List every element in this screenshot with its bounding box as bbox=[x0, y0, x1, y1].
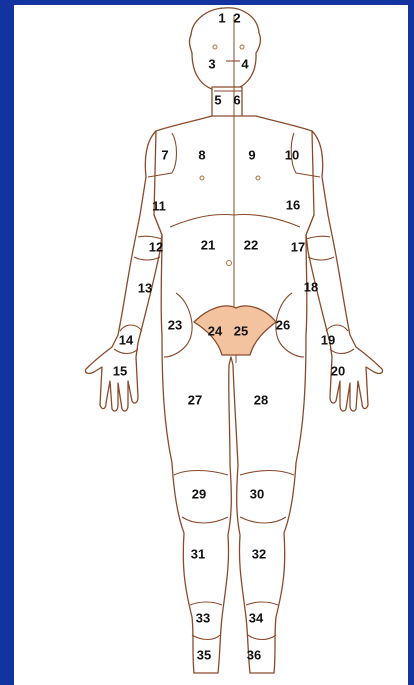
region-label-9: 9 bbox=[248, 147, 255, 162]
region-label-23: 23 bbox=[168, 317, 182, 332]
region-label-14: 14 bbox=[119, 332, 134, 347]
region-label-36: 36 bbox=[247, 647, 261, 662]
region-label-15: 15 bbox=[113, 363, 127, 378]
region-label-33: 33 bbox=[196, 610, 210, 625]
region-label-17: 17 bbox=[291, 239, 305, 254]
body-map-panel: 1 2 3 4 5 6 7 8 9 10 11 12 13 14 15 16 1… bbox=[14, 5, 408, 685]
region-label-28: 28 bbox=[254, 392, 268, 407]
region-label-16: 16 bbox=[286, 197, 300, 212]
region-label-24: 24 bbox=[208, 323, 223, 338]
region-label-26: 26 bbox=[276, 317, 290, 332]
region-label-5: 5 bbox=[214, 92, 221, 107]
region-label-7: 7 bbox=[161, 147, 168, 162]
region-label-19: 19 bbox=[321, 332, 335, 347]
region-label-6: 6 bbox=[233, 92, 240, 107]
region-label-13: 13 bbox=[138, 280, 152, 295]
region-label-18: 18 bbox=[304, 279, 318, 294]
region-label-1: 1 bbox=[218, 10, 225, 25]
region-label-34: 34 bbox=[249, 610, 264, 625]
region-label-29: 29 bbox=[192, 486, 206, 501]
region-label-12: 12 bbox=[149, 239, 163, 254]
body-map-diagram: 1 2 3 4 5 6 7 8 9 10 11 12 13 14 15 16 1… bbox=[14, 5, 408, 685]
region-label-21: 21 bbox=[201, 237, 215, 252]
region-label-20: 20 bbox=[331, 363, 345, 378]
region-label-32: 32 bbox=[252, 546, 266, 561]
region-label-4: 4 bbox=[241, 56, 249, 71]
region-label-25: 25 bbox=[234, 323, 248, 338]
region-label-8: 8 bbox=[198, 147, 205, 162]
region-label-27: 27 bbox=[188, 392, 202, 407]
region-label-3: 3 bbox=[208, 56, 215, 71]
region-label-11: 11 bbox=[152, 198, 166, 213]
region-label-30: 30 bbox=[250, 486, 264, 501]
region-label-10: 10 bbox=[285, 147, 299, 162]
region-label-35: 35 bbox=[197, 647, 211, 662]
region-label-2: 2 bbox=[233, 10, 240, 25]
region-label-31: 31 bbox=[191, 546, 205, 561]
region-label-22: 22 bbox=[244, 237, 258, 252]
